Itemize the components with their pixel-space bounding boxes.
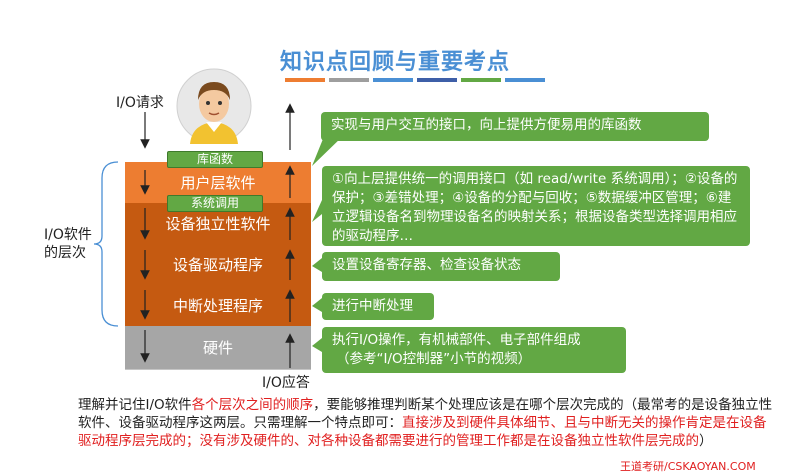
callout-hardware-line: 执行I/O操作，有机械部件、电子部件组成 — [332, 332, 581, 348]
user-avatar — [176, 68, 252, 144]
title-underline-segment — [329, 78, 369, 82]
layer-label: 用户层软件 — [180, 174, 256, 192]
title-underline-segment — [417, 78, 457, 82]
library-function-tag: 库函数 — [167, 151, 263, 168]
summary-text: 理解并记住I/O软件 — [78, 397, 192, 413]
io-software-levels-label: I/O软件 的层次 — [44, 226, 92, 262]
layer-label: 中断处理程序 — [172, 297, 263, 315]
io-response-label: I/O应答 — [262, 375, 310, 391]
callout-hardware-line: （参考“I/O控制器”小节的视频） — [336, 351, 532, 367]
layer-device-driver: 设备驱动程序 — [125, 244, 311, 286]
title-underline-segment — [285, 78, 325, 82]
callout-device-independent: ①向上层提供统一的调用接口（如 read/write 系统调用）；②设备的保护；… — [322, 166, 750, 246]
layers-bracket — [93, 161, 119, 327]
callout-pointer — [312, 298, 322, 312]
callout-pointer — [312, 134, 345, 166]
callout-driver: 设置设备寄存器、检查设备状态 — [322, 252, 560, 281]
callout-pointer — [312, 200, 322, 222]
summary-text: ） — [699, 433, 713, 449]
layer-hardware: 硬件 — [125, 326, 311, 370]
io-request-label: I/O请求 — [116, 95, 164, 111]
layer-user-software: 用户层软件 — [125, 162, 311, 204]
callout-hardware: 执行I/O操作，有机械部件、电子部件组成 （参考“I/O控制器”小节的视频） — [322, 327, 626, 373]
title-underline-segment — [373, 78, 413, 82]
callout-pointer — [312, 258, 322, 272]
summary-highlight: 直接涉及到硬件具体细节、且与中断无关的操作肯定是在设备驱动程序层完成的；没有涉及… — [78, 415, 767, 449]
watermark: 王道考研/CSKAOYAN.COM — [620, 460, 756, 473]
callout-interrupt: 进行中断处理 — [322, 293, 434, 320]
page-title: 知识点回顾与重要考点 — [279, 50, 510, 75]
summary-paragraph: 理解并记住I/O软件各个层次之间的顺序，要能够推理判断某个处理应该是在哪个层次完… — [78, 396, 778, 450]
system-call-tag: 系统调用 — [167, 195, 263, 212]
title-underline-segment — [505, 78, 545, 82]
callout-pointer — [312, 338, 322, 352]
layer-label: 硬件 — [202, 339, 233, 357]
layer-label: 设备独立性软件 — [165, 215, 271, 233]
summary-text: ，要能够推理判断某个处理应该是在哪个层次完成的（最常考的是设备独立性软件、设备驱… — [78, 397, 773, 431]
summary-highlight: 各个层次之间的顺序 — [191, 397, 314, 413]
layer-label: 设备驱动程序 — [172, 256, 263, 274]
callout-user-layer: 实现与用户交互的接口，向上提供方便易用的库函数 — [321, 112, 709, 141]
io-software-label-line: 的层次 — [44, 245, 86, 261]
title-underline-segment — [461, 78, 501, 82]
io-software-label-line: I/O软件 — [44, 227, 92, 243]
